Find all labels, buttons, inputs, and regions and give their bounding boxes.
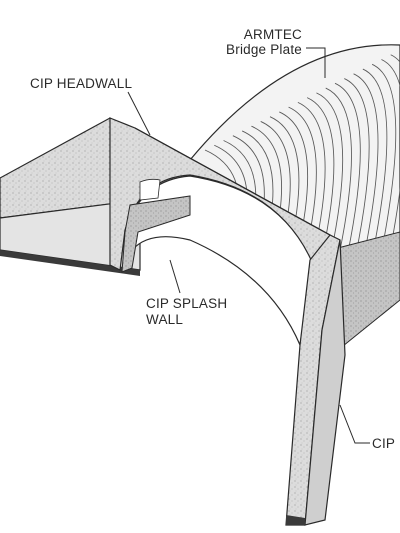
corrugation-rib xyxy=(381,59,400,280)
corrugation-rib xyxy=(344,78,370,270)
corrugation-rib xyxy=(325,87,352,265)
leader-splash-wall xyxy=(169,259,181,294)
corrugation-rib xyxy=(306,97,335,259)
corrugation-rib xyxy=(362,68,388,275)
corrugation-rib xyxy=(371,63,397,278)
splash-wall-label-line2: WALL xyxy=(146,312,184,327)
leader-bridge-plate xyxy=(306,47,326,78)
splash-wall-label-line1: CIP SPLASH xyxy=(146,296,228,311)
bridge-plate-label-line2: Bridge Plate xyxy=(226,42,302,57)
bridge-plate-label-line1: ARMTEC xyxy=(243,27,302,42)
corrugation-rib xyxy=(353,73,379,272)
headwall-label: CIP HEADWALL xyxy=(30,76,133,91)
wingwall-label: CIP xyxy=(372,436,396,451)
corrugation-rib xyxy=(334,82,361,267)
corrugation-rib xyxy=(297,101,326,257)
leader-headwall xyxy=(127,91,151,136)
corrugation-rib xyxy=(316,92,344,262)
leader-lines xyxy=(127,47,370,444)
wingwall xyxy=(285,234,346,526)
leader-wingwall xyxy=(339,404,370,444)
